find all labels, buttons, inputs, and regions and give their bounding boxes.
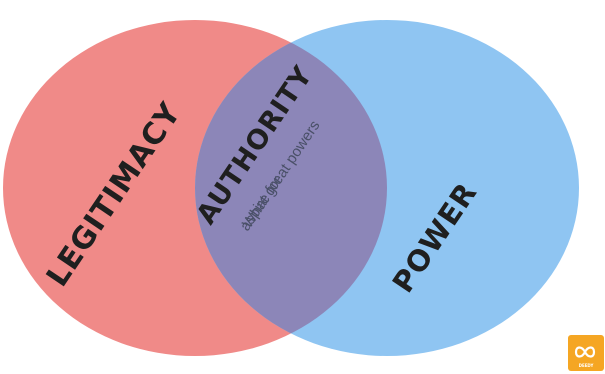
authority-intersection — [195, 20, 387, 356]
logo-icon: DEEDY — [568, 335, 604, 371]
logo-text: DEEDY — [579, 363, 594, 368]
